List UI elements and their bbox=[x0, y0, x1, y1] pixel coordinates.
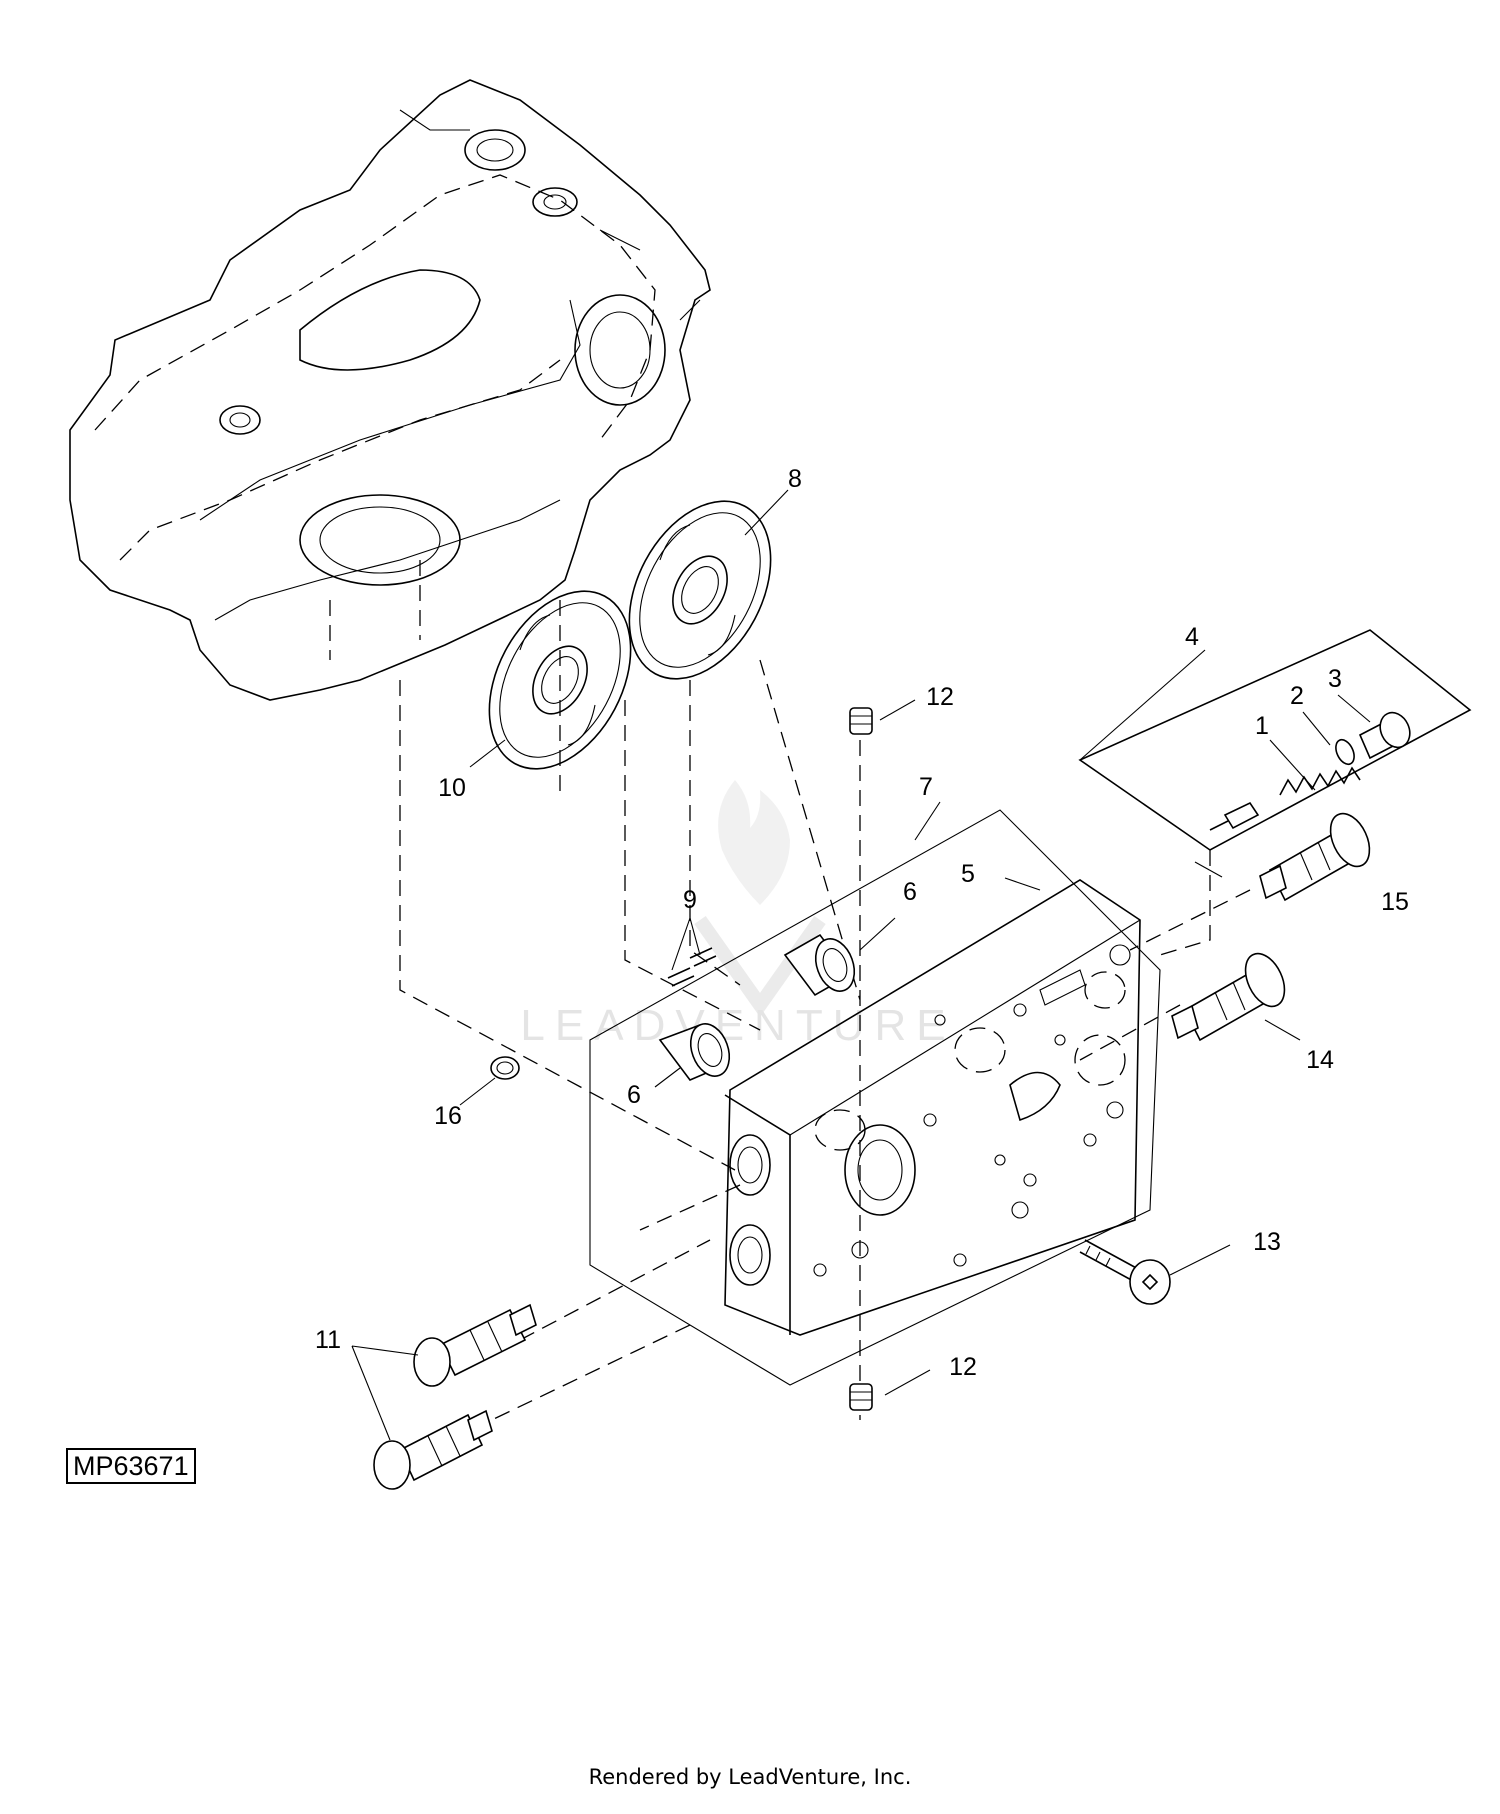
relief-valve-kit-4 bbox=[1078, 629, 1472, 851]
cartridge-valve-11-lower bbox=[373, 1409, 493, 1490]
callout-5: 5 bbox=[961, 860, 975, 888]
plug-16 bbox=[490, 1056, 520, 1080]
valve-block-5 bbox=[724, 879, 1141, 1336]
callout-16: 16 bbox=[434, 1102, 462, 1130]
callouts: 1 2 3 4 5 6 6 7 8 9 10 11 12 12 13 14 15… bbox=[315, 465, 1409, 1381]
cartridge-valve-11-upper bbox=[413, 1303, 537, 1387]
callout-4: 4 bbox=[1185, 623, 1199, 651]
callout-8: 8 bbox=[788, 465, 802, 493]
dowel-pins-9 bbox=[667, 947, 717, 987]
watermark-text: LEADVENTURE bbox=[520, 1001, 955, 1050]
bushing-6-upper bbox=[783, 933, 856, 997]
callout-12-bottom: 12 bbox=[949, 1353, 977, 1381]
bushing-6-lower bbox=[658, 1023, 731, 1081]
callout-14: 14 bbox=[1306, 1046, 1334, 1074]
callout-12-top: 12 bbox=[926, 683, 954, 711]
callout-6-upper: 6 bbox=[903, 878, 917, 906]
cartridge-valve-15 bbox=[1259, 812, 1371, 902]
valve-plate-10 bbox=[488, 590, 632, 770]
transmission-housing bbox=[69, 79, 711, 701]
callout-15: 15 bbox=[1381, 888, 1409, 916]
valve-housing-7 bbox=[589, 809, 1161, 1386]
callout-10: 10 bbox=[438, 774, 466, 802]
valve-plate-8 bbox=[628, 500, 772, 680]
callout-11: 11 bbox=[315, 1326, 341, 1354]
callout-3: 3 bbox=[1328, 665, 1342, 693]
callout-1: 1 bbox=[1255, 712, 1269, 740]
callout-6-lower: 6 bbox=[627, 1081, 641, 1109]
watermark: LEADVENTURE bbox=[520, 780, 955, 1050]
assembly-lines bbox=[399, 600, 1251, 1441]
callout-7: 7 bbox=[919, 773, 933, 801]
leader-lines bbox=[351, 489, 1371, 1441]
rendered-by-footer: Rendered by LeadVenture, Inc. bbox=[588, 1765, 912, 1789]
callout-13: 13 bbox=[1253, 1228, 1281, 1256]
callout-2: 2 bbox=[1290, 682, 1304, 710]
plug-12-bottom bbox=[849, 1383, 873, 1411]
plug-12-top bbox=[849, 707, 873, 735]
callout-9: 9 bbox=[683, 886, 697, 914]
capscrew-13 bbox=[1079, 1239, 1171, 1305]
cartridge-valve-14 bbox=[1171, 952, 1286, 1042]
figure-reference-id: MP63671 bbox=[66, 1448, 196, 1484]
